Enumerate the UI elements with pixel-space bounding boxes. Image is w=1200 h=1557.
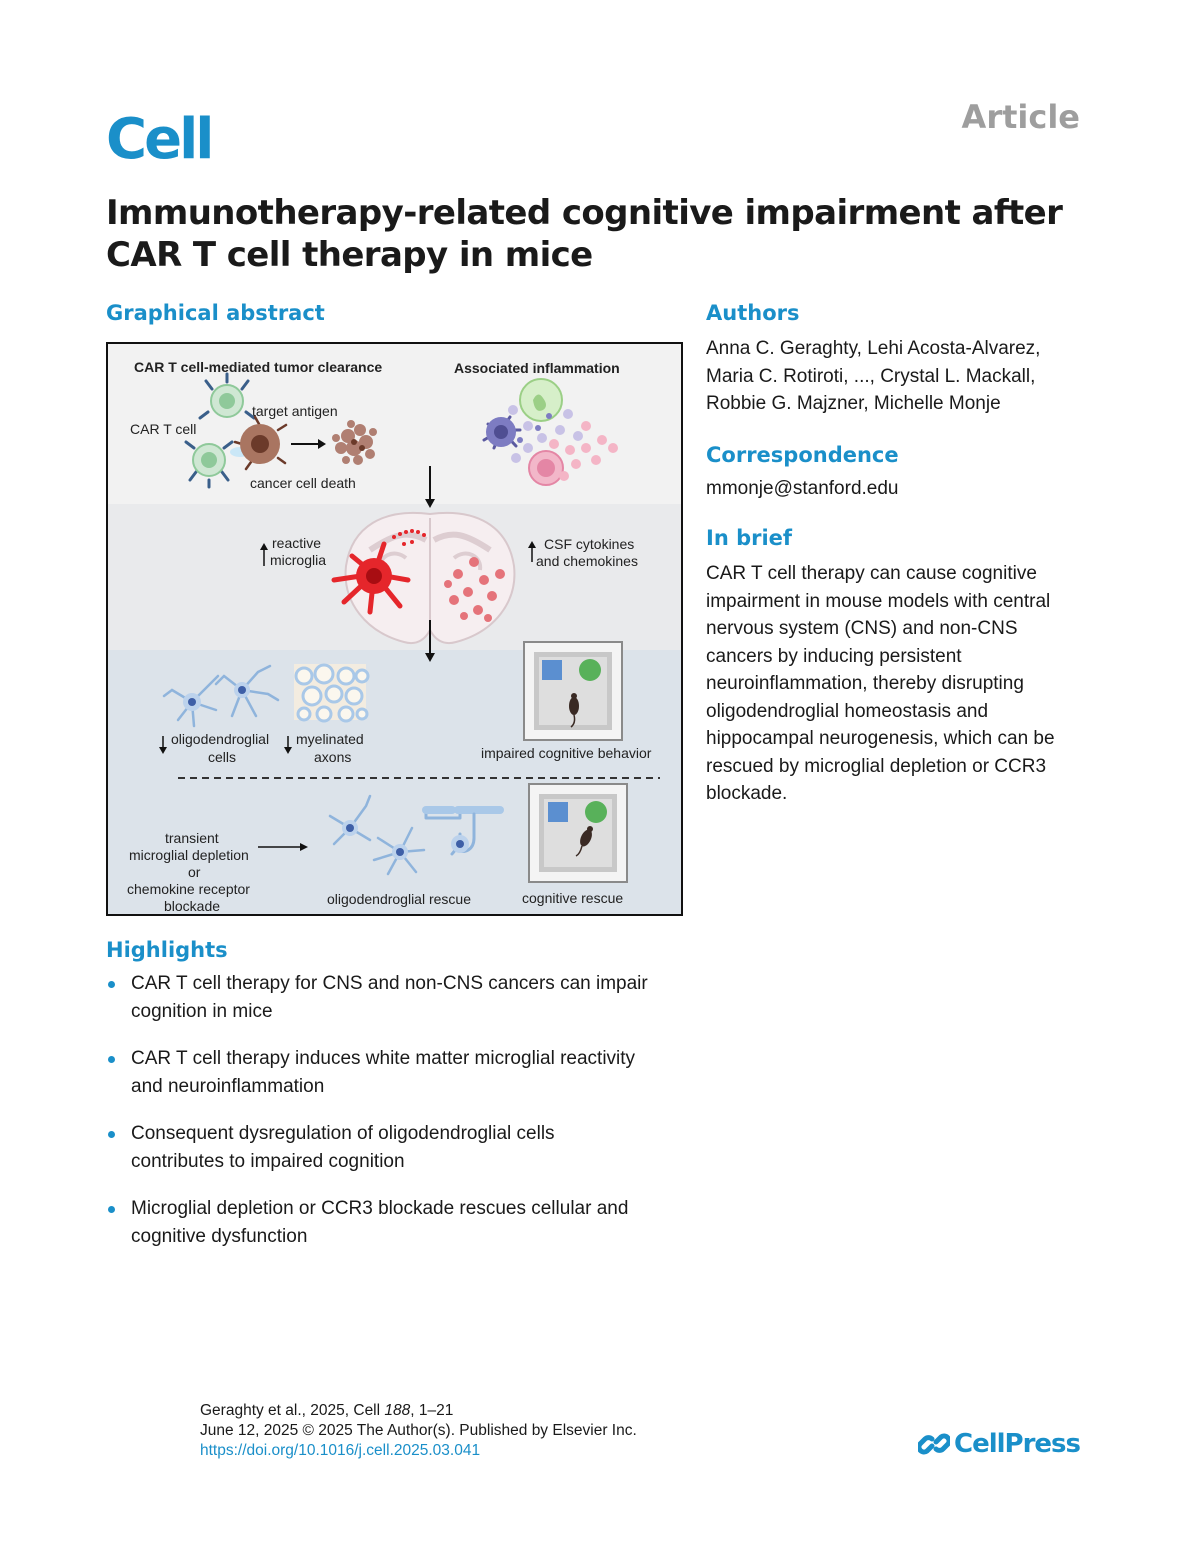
bullet-icon [108,1056,115,1063]
inflammation-cells-icon [482,378,618,486]
citation-prefix: Geraghty et al., 2025, Cell [200,1402,385,1419]
arrow-down-icon [425,620,435,662]
correspondence-email[interactable]: mmonje@stanford.edu [706,478,899,499]
citation-line: Geraghty et al., 2025, Cell 188, 1–21 [200,1401,637,1421]
label-chemokine-receptor: chemokine receptor [127,881,250,897]
in-brief-line: hippocampal neurogenesis, which can be [706,728,1055,749]
authors-line: Robbie G. Majzner, Michelle Monje [706,393,1001,414]
highlight-line: CAR T cell therapy induces white matter … [131,1048,636,1069]
in-brief-text: CAR T cell therapy can cause cognitive i… [706,560,1096,808]
in-brief-line: oligodendroglial homeostasis and [706,700,989,722]
in-brief-line: neuroinflammation, thereby disrupting [706,673,1024,694]
highlight-line: Consequent dysregulation of oligodendrog… [131,1123,555,1144]
authors-heading: Authors [706,301,800,325]
highlight-line: and neuroinflammation [131,1076,325,1097]
oligodendrocyte-nucleus [188,698,196,706]
arrow-right-icon [258,843,308,851]
highlight-item: CAR T cell therapy for CNS and non-CNS c… [106,970,696,1026]
in-brief-line: blockade. [706,783,788,804]
oligodendrocyte-nucleus [238,686,246,694]
label-and-chemokines: and chemokines [536,553,638,569]
date-line: June 12, 2025 © 2025 The Author(s). Publ… [200,1422,637,1439]
label-transient: transient [165,830,219,846]
arrow-down-icon [159,736,167,754]
label-impaired-behavior: impaired cognitive behavior [481,745,652,761]
in-brief-line: nervous system (CNS) and non-CNS [706,618,1018,639]
graphical-abstract-heading: Graphical abstract [106,301,325,325]
authors-line: Maria C. Rotiroti, ..., Crystal L. Macka… [706,365,1036,387]
article-type-label: Article [961,98,1080,136]
highlight-line: cognitive dysfunction [131,1226,308,1247]
label-cancer-cell-death: cancer cell death [250,475,356,491]
label-csf-cytokines: CSF cytokines [544,536,634,552]
oligodendrocyte-nucleus [456,840,464,848]
label-target-antigen: target antigen [252,403,338,419]
panel1-title-right: Associated inflammation [454,360,620,376]
citation-block: Geraghty et al., 2025, Cell 188, 1–21 Ju… [200,1401,637,1461]
citation-pages: , 1–21 [410,1402,454,1419]
label-or: or [188,864,201,880]
label-oligodendroglial-rescue: oligodendroglial rescue [327,891,471,907]
doi-link[interactable]: https://doi.org/10.1016/j.cell.2025.03.0… [200,1442,481,1459]
rescued-oligodendrocytes-icon [328,794,504,876]
in-brief-line: rescued by microglial depletion or CCR3 [706,755,1047,777]
behavior-arena-icon [523,641,623,741]
label-car-t-cell: CAR T cell [130,421,196,437]
bullet-icon [108,1206,115,1213]
dying-cancer-cell-icon [332,420,377,465]
arrow-down-icon [284,736,292,754]
correspondence-heading: Correspondence [706,443,899,467]
in-brief-line: cancers by inducing persistent [706,645,962,667]
article-title: Immunotherapy-related cognitive impairme… [106,193,1063,275]
oligodendrocyte-nucleus [346,824,354,832]
panel1-title-left: CAR T cell-mediated tumor clearance [134,359,382,375]
label-cells: cells [208,749,236,765]
cellpress-link-icon [918,1433,950,1455]
label-microglial-depletion: microglial depletion [129,847,249,863]
oligodendrocyte-nucleus [396,848,404,856]
bullet-icon [108,1131,115,1138]
myelinated-axons-icon [294,663,370,723]
highlight-line: cognition in mice [131,1001,273,1022]
label-blockade: blockade [164,898,220,914]
highlight-item: Consequent dysregulation of oligodendrog… [106,1120,696,1176]
highlight-item: Microglial depletion or CCR3 blockade re… [106,1195,696,1251]
highlight-line: Microglial depletion or CCR3 blockade re… [131,1198,629,1219]
label-cognitive-rescue: cognitive rescue [522,890,623,906]
in-brief-heading: In brief [706,526,793,550]
highlight-line: contributes to impaired cognition [131,1151,405,1172]
authors-line: Anna C. Geraghty, Lehi Acosta-Alvarez, [706,338,1041,359]
highlights-heading: Highlights [106,938,228,962]
arrow-down-icon [425,466,435,508]
highlight-item: CAR T cell therapy induces white matter … [106,1045,696,1101]
arrow-up-icon [260,543,268,566]
graphical-abstract: CAR T cell-mediated tumor clearance Asso… [106,342,683,916]
citation-volume: 188 [384,1402,411,1419]
label-reactive: reactive [272,535,321,551]
journal-logo: Cell [106,107,214,172]
cellpress-logo: CellPress [918,1428,1081,1460]
reactive-microglia-icon [331,541,411,615]
arrow-right-icon [291,439,326,449]
authors-list: Anna C. Geraghty, Lehi Acosta-Alvarez, M… [706,335,1086,418]
bullet-icon [108,981,115,988]
highlights-list: CAR T cell therapy for CNS and non-CNS c… [106,970,696,1270]
in-brief-line: impairment in mouse models with central [706,590,1051,612]
behavior-arena-icon [528,783,628,883]
car-t-cell-icon [184,372,256,489]
oligodendroglial-cells-icon [162,664,280,728]
label-oligodendroglial: oligodendroglial [171,731,269,747]
label-microglia: microglia [270,552,326,568]
label-axons: axons [314,749,351,765]
cancer-cell-icon [233,415,288,471]
highlight-line: CAR T cell therapy for CNS and non-CNS c… [131,973,648,994]
in-brief-line: CAR T cell therapy can cause cognitive [706,563,1037,584]
arrow-up-icon [528,541,536,562]
label-myelinated: myelinated [296,731,364,747]
cellpress-text: CellPress [954,1429,1081,1459]
brain-section-icon [331,511,516,644]
